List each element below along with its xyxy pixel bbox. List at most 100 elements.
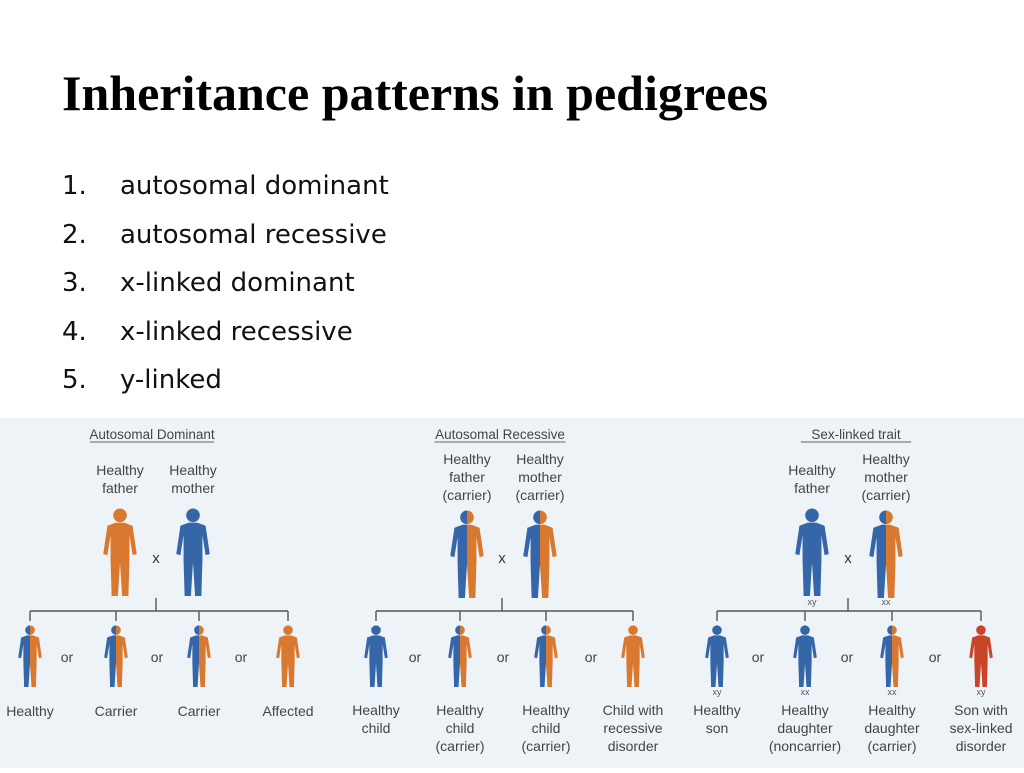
inheritance-diagram: Autosomal DominantHealthyfatherHealthymo… (6, 427, 1012, 754)
child-label: daughter (864, 720, 920, 736)
person-head (460, 510, 474, 525)
person-body (705, 635, 729, 687)
chromosome-label: xy (977, 687, 987, 697)
person-head (805, 508, 819, 523)
child-label: (carrier) (522, 738, 571, 754)
child-label: daughter (777, 720, 833, 736)
child-label: recessive (603, 720, 662, 736)
child-label: Son with (954, 702, 1008, 718)
child-label: (carrier) (868, 738, 917, 754)
person-head (712, 625, 722, 635)
child-label: sex-linked (949, 720, 1012, 736)
slide-title: Inheritance patterns in pedigrees (62, 65, 768, 121)
person-head (455, 625, 465, 635)
child-label: (noncarrier) (769, 738, 841, 754)
child-label: Affected (262, 703, 313, 719)
cross-symbol: x (498, 550, 506, 567)
parent-label: Healthy (862, 451, 909, 467)
list-text: x-linked recessive (120, 316, 353, 347)
list-text: x-linked dominant (120, 268, 355, 298)
person-body (880, 635, 904, 687)
list-item: 3. x-linked dominant (62, 263, 389, 312)
person-head (194, 625, 204, 635)
chromosome-label: xy (713, 687, 723, 697)
list-item: 4. x-linked recessive (62, 312, 389, 361)
parent-label: Healthy (443, 451, 490, 467)
child-label: (carrier) (436, 738, 485, 754)
child-label: Healthy (436, 702, 483, 718)
parent-label: father (449, 469, 485, 485)
child-label: Healthy (693, 702, 740, 718)
or-separator: or (585, 649, 598, 665)
person-head (541, 625, 551, 635)
list-item: 5. y-linked (62, 360, 389, 409)
parent-label: father (794, 480, 830, 496)
child-label: Healthy (352, 702, 399, 718)
person-head (628, 625, 638, 635)
child-label: Child with (603, 702, 664, 718)
or-separator: or (151, 649, 164, 665)
person-body (969, 635, 993, 687)
list-text: y-linked (120, 365, 222, 395)
or-separator: or (409, 649, 422, 665)
section-heading: Sex-linked trait (811, 427, 901, 442)
child-label: Carrier (178, 703, 221, 719)
parent-label: Healthy (96, 462, 143, 478)
list-number: 1. (62, 171, 87, 201)
person-body (187, 635, 211, 687)
parent-label: (carrier) (862, 487, 911, 503)
child-label: disorder (956, 738, 1007, 754)
person-head (113, 508, 127, 523)
list-text: autosomal dominant (120, 171, 389, 201)
person-head (371, 625, 381, 635)
or-separator: or (841, 649, 854, 665)
person-body (795, 522, 829, 596)
child-label: Healthy (522, 702, 569, 718)
parent-label: (carrier) (516, 487, 565, 503)
parent-label: Healthy (516, 451, 563, 467)
parent-label: mother (864, 469, 908, 485)
person-body (869, 524, 903, 598)
child-label: child (532, 720, 561, 736)
or-separator: or (235, 649, 248, 665)
pattern-list: 1. autosomal dominant 2. autosomal recessi… (62, 166, 389, 409)
child-label: Carrier (95, 703, 138, 719)
list-number: 2. (62, 219, 87, 250)
parent-label: mother (518, 469, 562, 485)
child-label: disorder (608, 738, 659, 754)
cross-symbol: x (844, 550, 852, 567)
or-separator: or (752, 649, 765, 665)
person-head (879, 510, 893, 525)
list-number: 5. (62, 365, 87, 395)
list-number: 4. (62, 316, 87, 347)
list-text: autosomal recessive (120, 219, 387, 250)
person-head (887, 625, 897, 635)
cross-symbol: x (152, 550, 160, 567)
list-item: 2. autosomal recessive (62, 215, 389, 264)
child-label: Healthy (6, 703, 53, 719)
person-body (621, 635, 645, 687)
or-separator: or (497, 649, 510, 665)
person-head (976, 625, 986, 635)
person-head (25, 625, 35, 635)
chromosome-label: xy (808, 597, 818, 607)
chromosome-label: xx (888, 687, 898, 697)
parent-label: Healthy (788, 462, 835, 478)
person-head (111, 625, 121, 635)
person-body (276, 635, 300, 687)
person-body (103, 522, 137, 596)
parent-label: father (102, 480, 138, 496)
child-label: child (446, 720, 475, 736)
person-head (186, 508, 200, 523)
child-label: Healthy (781, 702, 828, 718)
person-body (104, 635, 128, 687)
parent-label: mother (171, 480, 215, 496)
person-head (533, 510, 547, 525)
list-number: 3. (62, 268, 87, 298)
child-label: son (706, 720, 729, 736)
child-label: child (362, 720, 391, 736)
parent-label: (carrier) (443, 487, 492, 503)
person-body (176, 522, 210, 596)
chromosome-label: xx (801, 687, 811, 697)
